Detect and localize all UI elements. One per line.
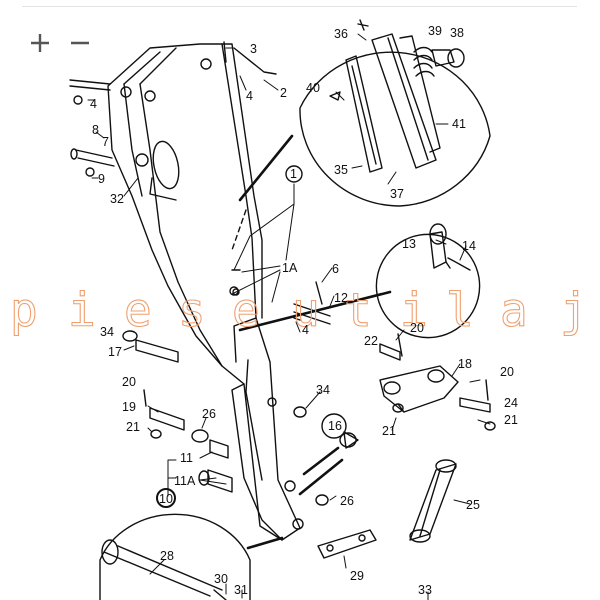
callout-label: 8 [92,123,99,137]
zoom-in-button[interactable]: + [27,30,53,56]
callout-label: 26 [202,407,216,421]
watermark-letter: a [500,283,528,337]
bucket-pin-detail [99,513,251,600]
watermark-letter: l [446,283,474,337]
callout-label: 2 [280,86,287,100]
callout-label: 4 [246,89,253,103]
watermark-letter: u [292,283,320,337]
callout-label: 20 [500,365,514,379]
callout-label: 9 [98,172,105,186]
pin-detail [375,223,481,339]
callout-label: 30 [214,572,228,586]
callout-label: 14 [462,239,476,253]
pins-and-bolts [69,41,496,559]
callout-label: 16 [328,419,342,433]
leader-lines [87,33,491,600]
callout-label: 10 [159,492,173,506]
callout-label: 4 [302,323,309,337]
callout-label: 31 [234,583,248,597]
detail-circle-16 [321,413,347,439]
callout-label: 18 [458,357,472,371]
callout-labels: 36 39 38 3 2 4 4 40 41 8 7 9 35 37 32 1 … [90,24,518,597]
callout-label: 34 [100,325,114,339]
watermark-letter: i [400,283,428,337]
callout-label: 13 [402,237,416,251]
connector-lines [238,134,392,550]
callout-label: 3 [250,42,257,56]
callout-label: 34 [316,383,330,397]
callout-label: 1A [282,261,298,275]
callout-label: 4 [90,97,97,111]
callout-label: 21 [504,413,518,427]
callout-label: 12 [334,291,348,305]
watermark-letter: t [344,283,372,337]
callout-label: 11 [180,451,193,465]
callout-label: 26 [340,494,354,508]
wear-pad-detail [299,19,491,207]
callout-label: 20 [122,375,136,389]
callout-label: 25 [466,498,480,512]
callout-label: 19 [122,400,136,414]
top-divider [22,6,577,7]
callout-label: 28 [160,549,174,563]
hidden-line [231,209,247,251]
plus-icon [31,34,49,52]
callout-label: 1 [290,167,297,181]
callout-label: 39 [428,24,442,38]
callout-label: 21 [382,424,396,438]
zoom-out-button[interactable]: − [67,30,93,56]
watermark-letter: e [124,283,152,337]
callout-label: 24 [504,396,518,410]
callout-label: 7 [102,135,109,149]
callout-label: 17 [108,345,122,359]
callout-label: 6 [332,262,339,276]
minus-icon [71,41,89,45]
callout-label: 22 [364,334,378,348]
callout-label: 21 [126,420,140,434]
callout-label: 36 [334,27,348,41]
callout-label: 41 [452,117,466,131]
watermark: p i e s e u t i l a j [9,282,588,337]
callout-label: 37 [390,187,404,201]
boom-arm [107,43,304,541]
callout-label: 32 [110,192,124,206]
ref-circle-1 [285,165,303,183]
callout-label: 33 [418,583,432,597]
callout-label: 29 [350,569,364,583]
callout-label: 40 [306,81,320,95]
watermark-letter: p [10,283,38,337]
ref-circle-10 [156,488,176,508]
watermark-letter: s [178,283,206,337]
callout-label: 11A [174,474,196,488]
watermark-letter: j [560,283,588,337]
watermark-letter: e [232,283,260,337]
callout-label: 35 [334,163,348,177]
callout-label: 20 [410,321,424,335]
callout-label: 38 [450,26,464,40]
watermark-letter: i [68,283,96,337]
